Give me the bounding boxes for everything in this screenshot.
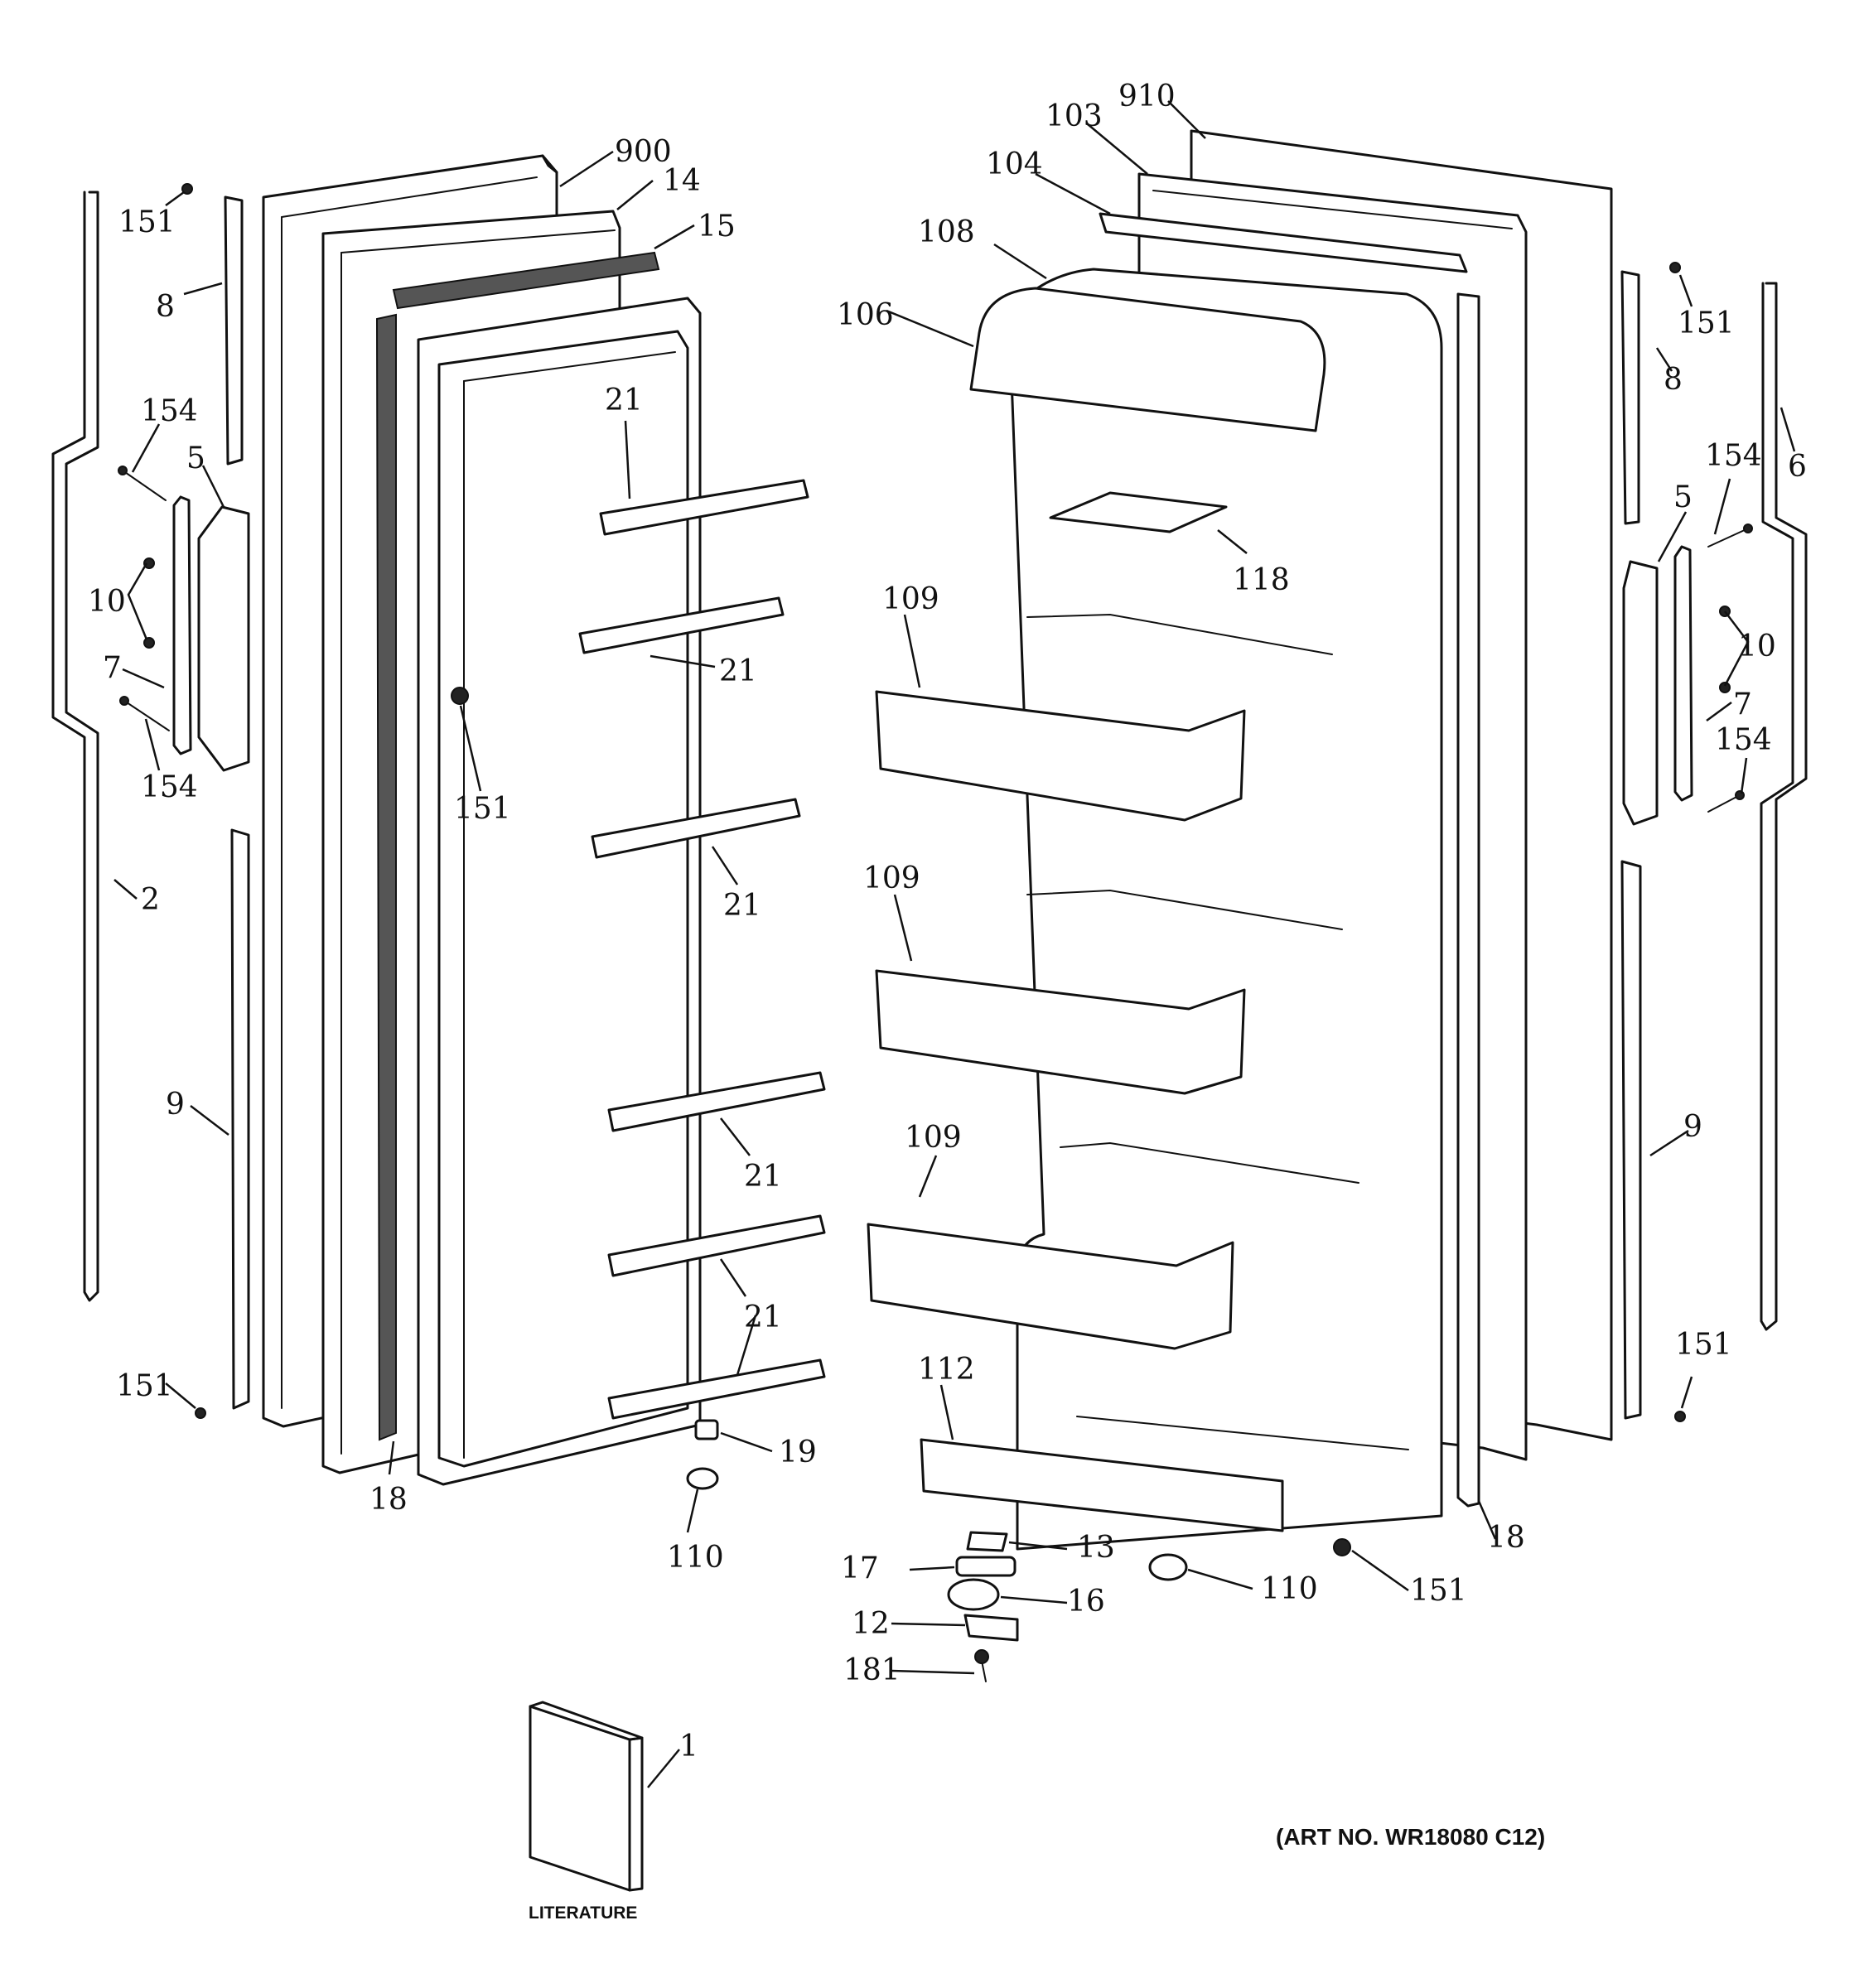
callout-110-right: 110: [1261, 1572, 1318, 1606]
callout-103: 103: [1045, 99, 1103, 133]
callout-151-bottom-right: 151: [1410, 1574, 1467, 1608]
callout-21-e: 21: [744, 1300, 782, 1334]
tray-118: [1049, 491, 1228, 533]
callout-8-right: 8: [1664, 363, 1683, 397]
callout-1: 1: [679, 1730, 698, 1764]
callout-108: 108: [918, 215, 975, 249]
callout-15: 15: [698, 210, 736, 244]
callout-900: 900: [615, 135, 672, 169]
callout-118: 118: [1233, 563, 1290, 597]
hinge-plate-13: [966, 1531, 1008, 1552]
callout-18-left: 18: [369, 1483, 408, 1517]
callout-21-b: 21: [719, 654, 757, 688]
right-cabinet-assembly: [867, 129, 1613, 1682]
left-door-assembly: [262, 154, 826, 1490]
callout-154-left-lower: 154: [141, 770, 198, 804]
cabinet-top-strip-104: [1099, 212, 1468, 273]
handle-5-left: [197, 505, 250, 772]
trim-7-left: [172, 495, 192, 755]
callout-18-right: 18: [1487, 1521, 1525, 1555]
callout-7-right: 7: [1733, 688, 1752, 721]
callout-106: 106: [837, 298, 894, 332]
door-trim-6: [1760, 282, 1808, 1331]
hinge-cover-19: [694, 1419, 719, 1440]
callout-6: 6: [1788, 450, 1807, 484]
literature-booklet: [529, 1701, 644, 1892]
leader-lines: [113, 100, 1796, 1788]
callout-112: 112: [918, 1353, 975, 1387]
callout-104: 104: [986, 147, 1043, 181]
callout-7-left: 7: [103, 651, 122, 685]
callout-109-a: 109: [882, 582, 939, 616]
callout-21-c: 21: [723, 889, 761, 923]
callout-109-b: 109: [863, 861, 920, 895]
callout-151-mid: 151: [454, 792, 511, 826]
callout-151-top-right: 151: [1678, 306, 1735, 340]
art-number-note: (ART NO. WR18080 C12): [1276, 1824, 1545, 1850]
callout-8-left: 8: [156, 290, 175, 324]
callout-14: 14: [663, 164, 701, 198]
trim-9-left: [230, 828, 250, 1410]
callout-110-left: 110: [667, 1541, 724, 1575]
callout-12: 12: [852, 1607, 890, 1641]
callout-17: 17: [841, 1551, 879, 1585]
callout-154-left-upper: 154: [141, 394, 198, 428]
door-bins-109: [867, 690, 1246, 1350]
hinge-bracket-12: [963, 1614, 1019, 1642]
trim-9-right: [1620, 860, 1642, 1420]
hinge-cap-110-left: [686, 1467, 719, 1490]
door-shelf-rails: [578, 479, 826, 1420]
callout-10-left: 10: [88, 585, 126, 619]
callout-910: 910: [1118, 80, 1176, 113]
top-cover-106: [969, 287, 1326, 432]
callout-19: 19: [779, 1436, 817, 1469]
callout-labels: 900 14 15 151 8 154 5 10 7 154 2 9 151 1…: [88, 80, 1807, 1764]
callout-9-left: 9: [166, 1088, 185, 1122]
hinge-shim-17: [955, 1556, 1017, 1577]
callout-181: 181: [843, 1653, 901, 1687]
callout-10-right: 10: [1738, 630, 1776, 663]
trim-7-right: [1673, 545, 1693, 802]
callout-13: 13: [1077, 1531, 1115, 1565]
bottom-rail-112: [920, 1438, 1284, 1532]
handle-5-right: [1622, 560, 1659, 826]
door-trim-2: [51, 191, 99, 1302]
callout-9-right: 9: [1683, 1110, 1702, 1144]
hinge-cap-110-right: [1148, 1553, 1188, 1581]
callout-109-c: 109: [905, 1121, 962, 1155]
callout-154-right-upper: 154: [1705, 439, 1762, 473]
callout-154-right-lower: 154: [1715, 723, 1772, 757]
callout-151-top-left: 151: [118, 205, 176, 239]
callout-151-right-bottom: 151: [1675, 1328, 1732, 1362]
trim-8-right: [1620, 270, 1640, 525]
callout-21-a: 21: [605, 384, 643, 417]
door-gasket-strip-right: [1456, 292, 1480, 1508]
left-side-parts: [51, 183, 250, 1419]
callout-21-d: 21: [744, 1160, 782, 1194]
literature-caption: LITERATURE: [529, 1904, 637, 1923]
callout-16: 16: [1067, 1585, 1105, 1619]
callout-2: 2: [141, 883, 160, 917]
callout-5-left: 5: [186, 442, 205, 475]
hinge-bushing-16: [947, 1578, 1000, 1611]
door-gasket-strip-left: [375, 313, 397, 1441]
trim-8-left: [224, 195, 244, 466]
callout-151-bottom-left: 151: [116, 1369, 173, 1403]
right-side-parts: [1620, 262, 1808, 1422]
door-top-strip: [392, 251, 660, 310]
callout-5-right: 5: [1673, 480, 1693, 514]
